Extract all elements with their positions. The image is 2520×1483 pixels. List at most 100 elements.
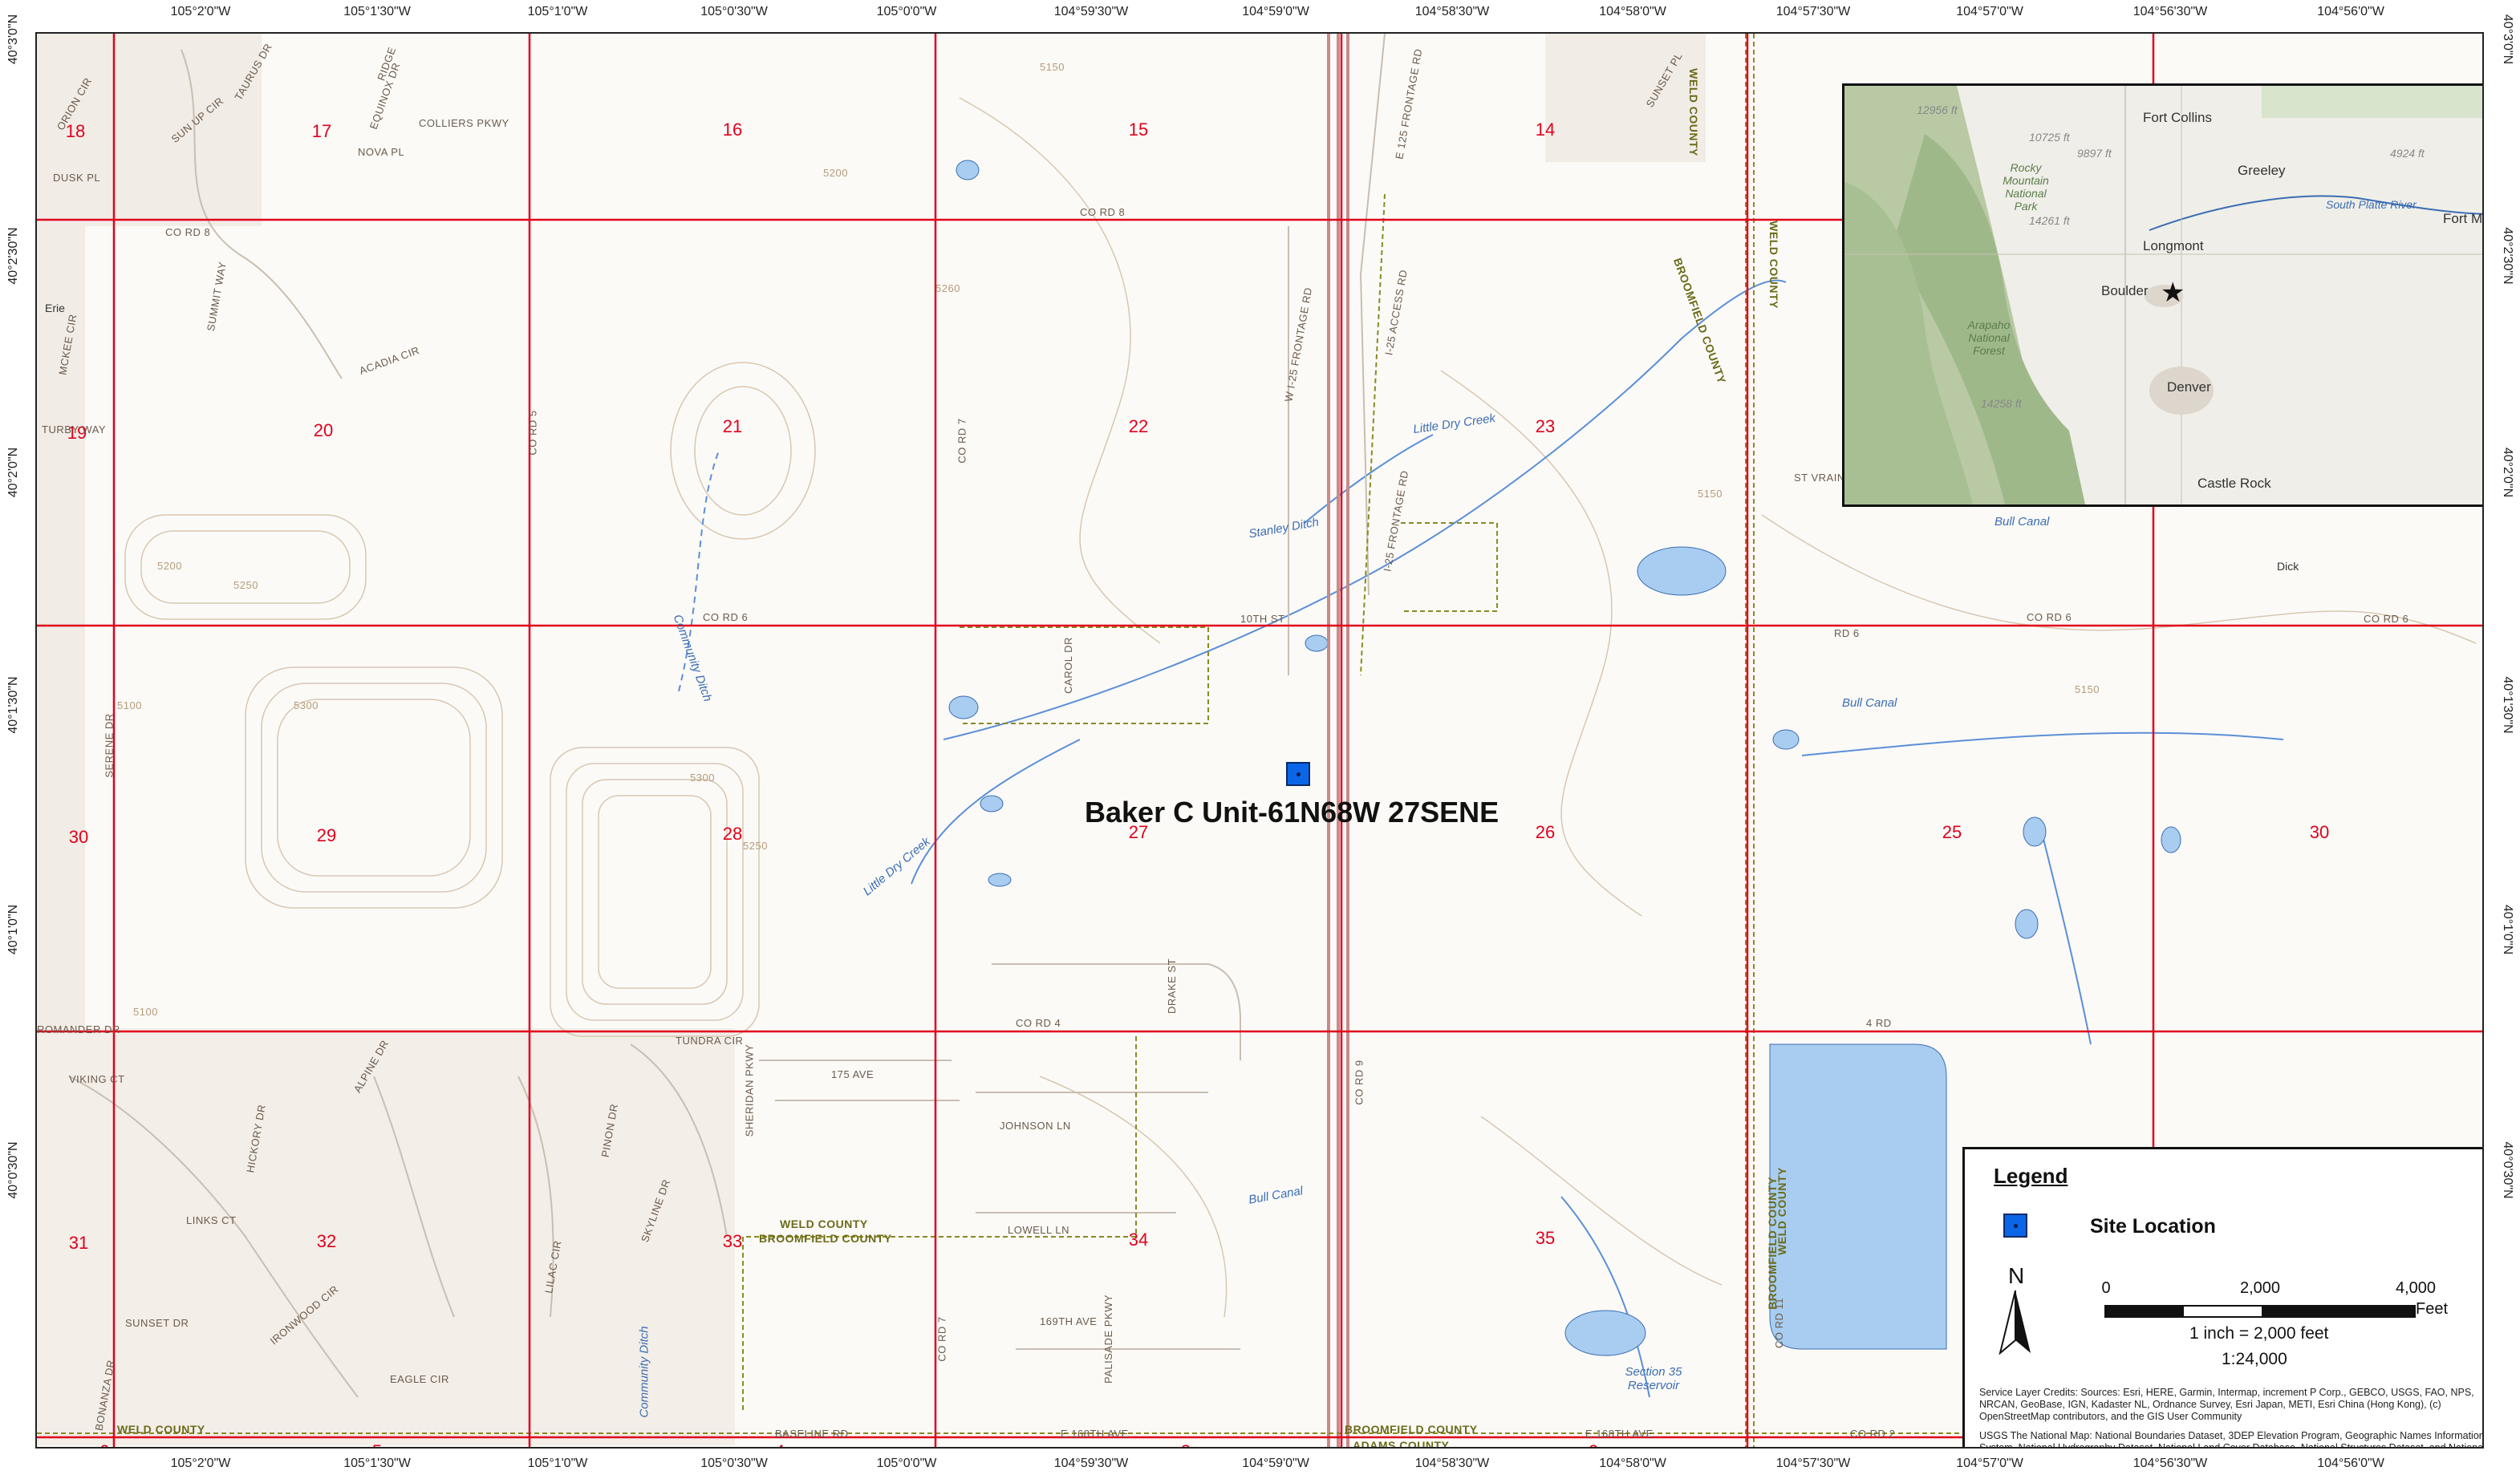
bottom-tick: 105°1'30"W <box>343 1457 411 1470</box>
scale-unit: Feet <box>2416 1300 2449 1318</box>
county-label: ADAMS COUNTY <box>1353 1439 1450 1449</box>
map-canvas[interactable]: 18 17 16 15 14 19 20 21 22 23 30 29 28 2… <box>35 32 2484 1449</box>
section-number: 3 <box>1181 1441 1191 1447</box>
bottom-tick: 105°0'30"W <box>700 1457 768 1470</box>
road-label: 175 AVE <box>831 1068 874 1080</box>
interstate-25 <box>1327 34 1349 1447</box>
top-tick: 104°56'0"W <box>2317 5 2384 18</box>
bottom-tick: 104°56'0"W <box>2317 1457 2384 1470</box>
section-number: 27 <box>1128 822 1149 842</box>
county-label: WELD COUNTY <box>1686 68 1700 156</box>
bottom-tick: 104°57'0"W <box>1956 1457 2023 1470</box>
road-label: CO RD 4 <box>1016 1017 1061 1029</box>
streams <box>678 279 2284 1398</box>
data-credits: USGS The National Map: National Boundari… <box>1979 1430 2484 1449</box>
section-number: 35 <box>1535 1228 1556 1248</box>
section-number: 30 <box>2309 822 2330 842</box>
inset-locator-map: Fort Collins Greeley Longmont Boulder De… <box>1842 83 2482 507</box>
top-tick: 104°57'30"W <box>1775 5 1851 18</box>
inset-peak-label: 12956 ft <box>1917 103 1958 116</box>
bottom-tick: 104°59'30"W <box>1053 1457 1129 1470</box>
section-number: 31 <box>68 1233 89 1253</box>
contour-label: 5150 <box>1698 488 1723 500</box>
bottom-tick: 104°58'0"W <box>1599 1457 1666 1470</box>
contour-label: 5200 <box>157 560 182 572</box>
road-label: CO RD 2 <box>1850 1428 1896 1440</box>
road-label: CO RD 7 <box>935 1316 948 1362</box>
road-label: CAROL DR <box>1061 637 1074 694</box>
county-label: WELD COUNTY <box>117 1423 205 1436</box>
road-label: BASELINE RD <box>775 1428 849 1440</box>
road-label: LINKS CT <box>186 1214 237 1226</box>
scale-ratio: 1 inch = 2,000 feet <box>2189 1324 2329 1343</box>
section-number: 20 <box>313 420 334 440</box>
water-label: Bull Canal <box>1994 515 2050 529</box>
section-number: 6 <box>99 1441 109 1447</box>
contour-label: 5250 <box>233 579 258 591</box>
road-label: NOVA PL <box>358 146 405 158</box>
contour-label: 5100 <box>117 699 142 711</box>
inset-area-label: Arapaho National Forest <box>1967 318 2011 357</box>
bottom-tick: 105°1'0"W <box>527 1457 588 1470</box>
county-label: BROOMFIELD COUNTY <box>759 1232 892 1245</box>
road-label: CO RD 6 <box>2364 613 2409 625</box>
top-tick: 105°1'30"W <box>343 5 411 18</box>
contour-label: 5300 <box>294 699 319 711</box>
road-label: E 168TH AVE <box>1061 1428 1129 1440</box>
inset-place-label: Denver <box>2167 379 2211 395</box>
road-label: DUSK PL <box>53 172 101 184</box>
top-tick: 104°58'30"W <box>1414 5 1490 18</box>
county-label: BROOMFIELD COUNTY <box>1345 1423 1478 1436</box>
site-label: Baker C Unit-61N68W 27SENE <box>1085 796 1499 829</box>
top-tick: 105°1'0"W <box>527 5 588 18</box>
inset-peak-label: 14258 ft <box>1981 397 2022 410</box>
left-tick: 40°3'0"N <box>6 14 20 65</box>
section-number: 14 <box>1535 120 1556 140</box>
site-location-marker[interactable] <box>1286 762 1310 786</box>
road-label: TUNDRA CIR <box>676 1035 744 1047</box>
section-grid <box>37 34 2482 1447</box>
water-bodies <box>948 160 2181 1422</box>
top-tick: 104°59'0"W <box>1242 5 1309 18</box>
top-tick: 105°0'30"W <box>700 5 768 18</box>
road-label: CO RD 7 <box>956 418 968 464</box>
road-label: TURBY WAY <box>42 423 107 436</box>
road-label: VIKING CT <box>69 1073 125 1085</box>
right-tick: 40°1'0"N <box>2501 904 2514 955</box>
road-label: CO RD 6 <box>703 611 749 623</box>
section-number: 22 <box>1128 416 1149 436</box>
road-label: LOWELL LN <box>1008 1224 1069 1236</box>
right-tick: 40°1'30"N <box>2501 676 2514 734</box>
left-tick: 40°2'30"N <box>6 227 20 285</box>
legend-panel: Legend Site Location N 0 2,000 4,000 Fee… <box>1962 1147 2484 1449</box>
road-label: RD 6 <box>1834 627 1860 639</box>
bottom-tick: 104°58'30"W <box>1414 1457 1490 1470</box>
contour-label: 5150 <box>1040 61 1065 73</box>
inset-place-label: Fort Collins <box>2143 110 2212 125</box>
road-label: 169TH AVE <box>1040 1315 1098 1327</box>
section-number: 34 <box>1128 1230 1149 1250</box>
right-tick: 40°2'0"N <box>2501 447 2514 498</box>
county-label: WELD COUNTY <box>1767 221 1780 309</box>
road-label: CO RD 6 <box>2027 611 2072 623</box>
road-label: CO RD 8 <box>1080 206 1126 218</box>
inset-peak-label: 4924 ft <box>2390 147 2425 160</box>
inset-river-label: South Platte River <box>2326 198 2417 211</box>
bottom-tick: 104°57'30"W <box>1775 1457 1851 1470</box>
basemap <box>37 34 2482 1447</box>
road-label: SHERIDAN PKWY <box>743 1043 756 1137</box>
section-number: 25 <box>1942 822 1962 842</box>
road-label: JOHNSON LN <box>1000 1120 1071 1132</box>
star-icon: ★ <box>2161 278 2185 308</box>
section-number: 19 <box>67 423 87 443</box>
top-tick: 105°0'0"W <box>876 5 937 18</box>
road-label: DRAKE ST <box>1166 958 1179 1015</box>
section-number: 2 <box>1589 1441 1598 1447</box>
top-tick: 104°59'30"W <box>1053 5 1129 18</box>
road-label: PALISADE PKWY <box>1102 1294 1115 1384</box>
left-tick: 40°1'0"N <box>6 904 20 955</box>
section-number: 4 <box>775 1441 785 1447</box>
contour-label: 5260 <box>935 282 960 294</box>
section-number: 26 <box>1535 822 1556 842</box>
legend-site-label: Site Location <box>2090 1215 2216 1238</box>
